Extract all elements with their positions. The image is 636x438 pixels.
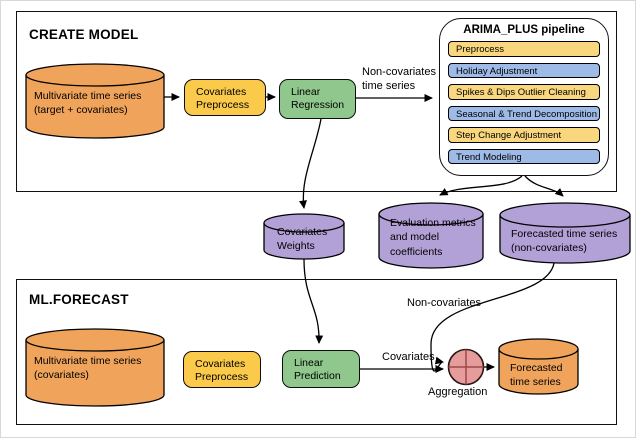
arrow-weights-to-prediction <box>303 258 324 344</box>
cylinder-evaluation-metrics <box>378 202 484 269</box>
label-multivariate-covariates: Multivariate time series (covariates) <box>34 355 142 382</box>
arrow-pipeline-to-forecast-noncov <box>524 175 564 197</box>
linear-prediction-node: Linear Prediction <box>282 350 360 388</box>
cylinder-forecasted-time-series <box>498 338 579 395</box>
arrow-pipeline-to-evaluation <box>439 175 523 196</box>
covariates-preprocess-node-forecast: Covariates Preprocess <box>183 351 261 388</box>
cylinder-covariates-weights <box>263 213 345 260</box>
cylinder-forecasted-noncovariates <box>499 202 631 264</box>
pipeline-step-trend-modeling: Trend Modeling <box>448 148 600 164</box>
pipeline-step-preprocess: Preprocess <box>448 41 600 57</box>
aggregation-node-icon <box>447 348 485 386</box>
ml-forecast-section-frame <box>16 279 617 425</box>
covariates-preprocess-node-create: Covariates Preprocess <box>184 79 266 116</box>
label-noncovariates-time-series: Non-covariates time series <box>362 66 436 93</box>
cylinder-multivariate-target-covariates <box>25 63 165 139</box>
label-covariates: Covariates <box>382 351 435 363</box>
pipeline-step-spikes-dips-cleaning: Spikes & Dips Outlier Cleaning <box>448 84 600 100</box>
label-forecasted-time-series: Forecasted time series <box>510 362 563 389</box>
pipeline-step-step-change-adjustment: Step Change Adjustment <box>448 127 600 143</box>
arrow-regression-to-weights <box>299 118 322 209</box>
linear-regression-node: Linear Regression <box>279 79 356 119</box>
label-covariates-weights: Covariates Weights <box>277 226 328 253</box>
label-multivariate-target-covariates: Multivariate time series (target + covar… <box>34 90 142 117</box>
pipeline-step-holiday-adjustment: Holiday Adjustment <box>448 62 600 78</box>
label-evaluation-metrics: Evaluation metrics and model coefficient… <box>390 217 476 258</box>
create-model-section-frame <box>16 11 617 192</box>
create-model-title: CREATE MODEL <box>29 27 139 42</box>
label-forecasted-noncovariates: Forecasted time series (non-covariates) <box>511 228 618 255</box>
ml-forecast-title: ML.FORECAST <box>29 292 129 307</box>
arima-plus-pipeline-box: ARIMA_PLUS pipeline Preprocess Holiday A… <box>439 18 609 176</box>
label-noncovariates: Non-covariates <box>407 297 481 309</box>
pipeline-step-seasonal-trend-decomposition: Seasonal & Trend Decomposition <box>448 105 600 121</box>
pipeline-title: ARIMA_PLUS pipeline <box>463 24 585 36</box>
cylinder-multivariate-covariates <box>25 328 165 407</box>
pipeline-step-list: Preprocess Holiday Adjustment Spikes & D… <box>440 39 608 164</box>
label-aggregation: Aggregation <box>428 386 488 398</box>
